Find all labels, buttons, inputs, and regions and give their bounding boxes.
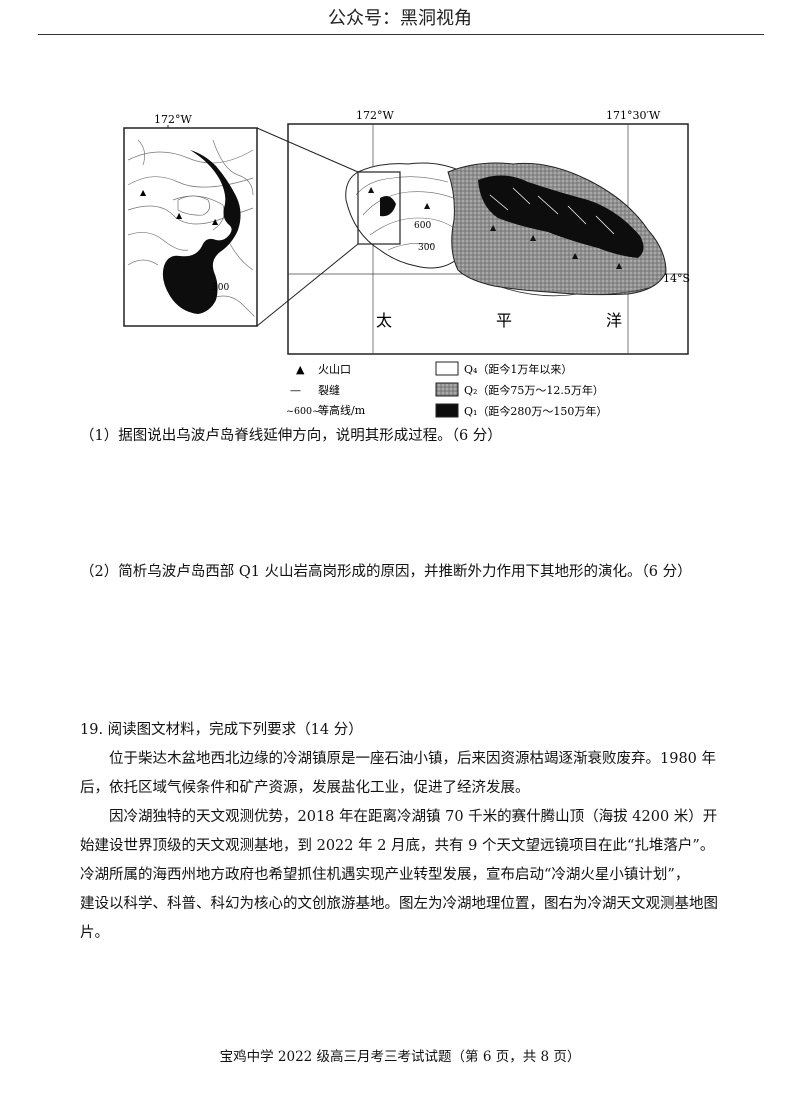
q1-area-east xyxy=(478,175,644,258)
vent-marker: ▲ xyxy=(572,251,579,260)
left-inset-map: ▲ ▲ ▲ 172°W 300 xyxy=(123,113,258,327)
q19-paragraph-3: 建设以科学、科普、科幻为核心的文创旅游基地。图左为冷湖地理位置，图右为冷湖天文观… xyxy=(80,896,718,941)
vent-marker: ▲ xyxy=(176,211,183,220)
right-main-map: 172°W 171°30′W 14°S 600 300 ▲ ▲ ▲ xyxy=(256,109,690,355)
upolu-island-figure: ▲ ▲ ▲ 172°W 300 172°W 171°30′W 14°S xyxy=(118,100,698,429)
vent-marker: ▲ xyxy=(424,201,431,210)
q19-title: 19. 阅读图文材料，完成下列要求（14 分） xyxy=(80,722,363,738)
legend-rift-symbol: — xyxy=(290,384,301,397)
legend-rift-label: 裂缝 xyxy=(318,383,340,397)
left-contour-label: 300 xyxy=(212,283,229,293)
header-divider xyxy=(38,34,764,35)
legend-contour-symbol: ~600~ xyxy=(286,406,320,417)
vent-marker: ▲ xyxy=(616,261,623,270)
vent-marker: ▲ xyxy=(212,217,219,226)
legend-q1-label: Q₁（距今280万～150万年） xyxy=(464,404,607,418)
contour-label-300: 300 xyxy=(418,243,435,253)
right-longitude-label-1: 172°W xyxy=(356,109,394,122)
legend-vent-label: 火山口 xyxy=(318,363,351,376)
page-header: 公众号：黑洞视角 xyxy=(328,8,472,29)
contour-label-600: 600 xyxy=(414,221,431,231)
ocean-label-char: 平 xyxy=(496,311,512,330)
right-longitude-label-2: 171°30′W xyxy=(606,109,661,122)
question-2: （2）简析乌波卢岛西部 Q1 火山岩高岗形成的原因，并推断外力作用下其地形的演化… xyxy=(80,564,692,580)
left-longitude-label: 172°W xyxy=(154,113,192,126)
legend-vent-symbol: ▲ xyxy=(296,363,305,376)
legend-q4-swatch xyxy=(435,361,459,376)
question-1: （1）据图说出乌波卢岛脊线延伸方向，说明其形成过程。（6 分） xyxy=(80,428,502,444)
legend-q1-swatch xyxy=(435,403,459,418)
q1-lava-tongue-left xyxy=(162,150,241,314)
vent-marker: ▲ xyxy=(140,188,147,197)
inset-locator-box xyxy=(357,171,401,245)
ocean-label-char: 洋 xyxy=(606,311,622,330)
latitude-label: 14°S xyxy=(663,272,690,285)
legend-contour-label: 等高线/m xyxy=(318,403,366,417)
page-footer: 宝鸡中学 2022 级高三月考三考试试题（第 6 页，共 8 页） xyxy=(219,1049,581,1065)
q19-paragraph-1: 位于柴达木盆地西北边缘的冷湖镇原是一座石油小镇，后来因资源枯竭逐渐衰败废弃。19… xyxy=(80,751,717,796)
ocean-label-char: 太 xyxy=(376,311,392,330)
vent-marker: ▲ xyxy=(368,185,375,194)
q19-paragraph-2: 因冷湖独特的天文观测优势，2018 年在距离冷湖镇 70 千米的赛什腾山顶（海拔… xyxy=(80,809,718,883)
vent-marker: ▲ xyxy=(490,223,497,232)
geology-map-svg: ▲ ▲ ▲ 172°W 300 172°W 171°30′W 14°S xyxy=(123,109,690,418)
question-19: 19. 阅读图文材料，完成下列要求（14 分） 位于柴达木盆地西北边缘的冷湖镇原… xyxy=(80,716,720,948)
map-legend: ▲ 火山口 — 裂缝 ~600~ 等高线/m Q₄（距今1万年以来） Q₂（距今… xyxy=(286,361,607,418)
legend-q2-label: Q₂（距今75万～12.5万年） xyxy=(464,383,604,397)
legend-q2-swatch xyxy=(435,382,459,397)
legend-q4-label: Q₄（距今1万年以来） xyxy=(464,362,572,376)
q1-area-west xyxy=(380,196,396,217)
vent-marker: ▲ xyxy=(530,233,537,242)
